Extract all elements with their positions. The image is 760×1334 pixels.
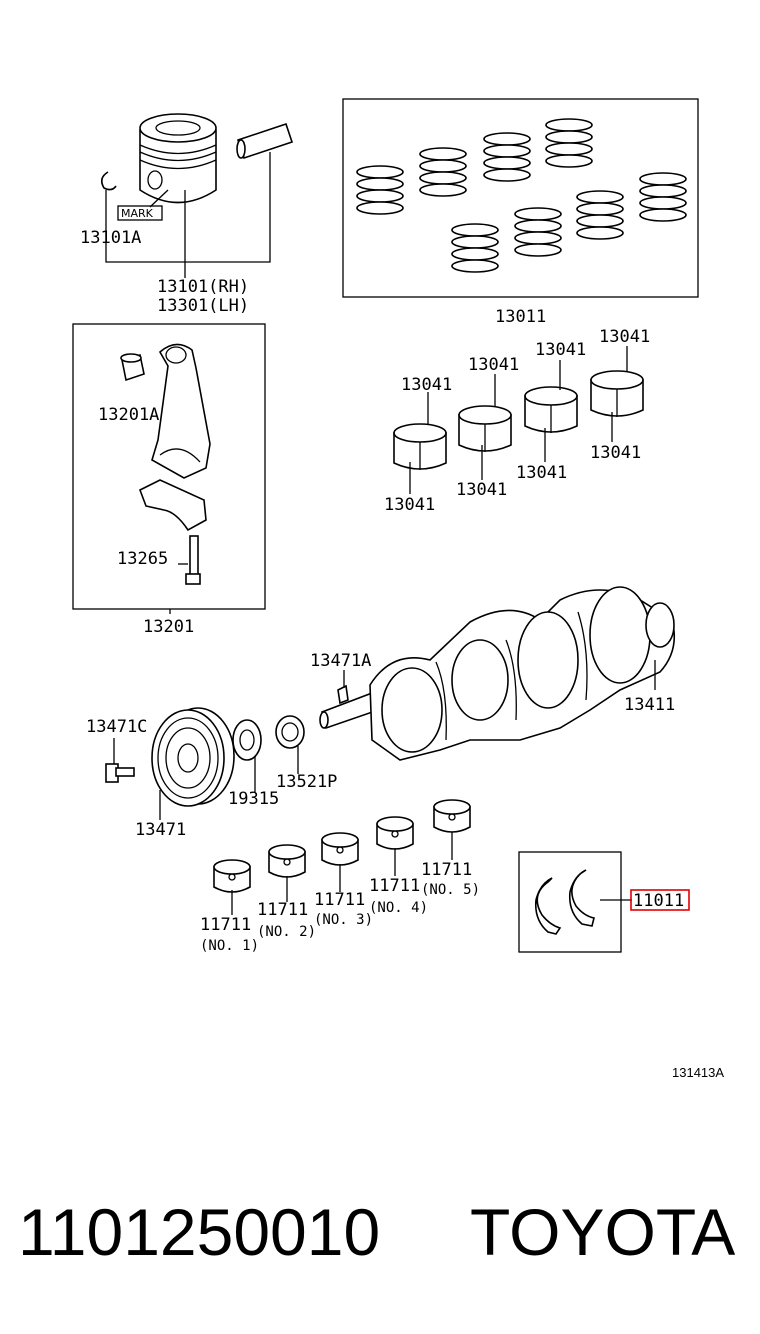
thrust-washers: [534, 869, 595, 935]
label-rod-bearing-1: 13041: [401, 375, 452, 395]
footer-brand: TOYOTA: [470, 1195, 735, 1269]
footer-part-number: 1101250010: [18, 1195, 380, 1269]
label-main-bearing-3: 11711: [314, 890, 365, 910]
label-rod-bearing-6: 13041: [456, 480, 507, 500]
label-pilot-bearing: 13521P: [276, 772, 337, 792]
timing-gear: [232, 719, 262, 761]
label-piston-lh: 13301(LH): [157, 296, 249, 316]
rod-bearings: [393, 370, 644, 470]
ring-stacks: [356, 118, 687, 273]
label-conn-rod: 13201: [143, 617, 194, 637]
mark-label: MARK: [121, 207, 154, 220]
piston-pin: [236, 122, 294, 160]
label-crankshaft: 13411: [624, 695, 675, 715]
piston-clip-ring: [100, 171, 117, 191]
main-bearings: [213, 799, 471, 893]
label-main-no3: (NO. 3): [314, 912, 373, 928]
label-rod-bearing-5: 13041: [384, 495, 435, 515]
label-main-bearing-4: 11711: [369, 876, 420, 896]
label-main-no4: (NO. 4): [369, 900, 428, 916]
label-main-bearing-1: 11711: [200, 915, 251, 935]
label-pulley-bolt: 13471C: [86, 717, 147, 737]
label-timing-gear: 19315: [228, 789, 279, 809]
label-piston-rh: 13101(RH): [157, 277, 249, 297]
pilot-bearing: [275, 715, 305, 749]
rod-cap: [138, 479, 207, 532]
label-rod-bearing-8: 13041: [590, 443, 641, 463]
thrust-washer-frame: [518, 851, 622, 953]
crankshaft: [319, 586, 676, 761]
piston-leader: [105, 152, 271, 263]
conn-rod-frame: [72, 323, 266, 610]
label-main-no5: (NO. 5): [421, 882, 480, 898]
conn-rod: [151, 343, 211, 479]
label-rod-bearing-4: 13041: [599, 327, 650, 347]
label-rod-bearing-7: 13041: [516, 463, 567, 483]
mark-box: [117, 205, 163, 221]
label-main-bearing-2: 11711: [257, 900, 308, 920]
label-thrust-washer[interactable]: 11011: [633, 891, 684, 911]
label-rod-bolt: 13265: [117, 549, 168, 569]
figure-code: 131413A: [672, 1065, 724, 1080]
crank-pulley: [151, 707, 235, 807]
label-rod-bearing-3: 13041: [535, 340, 586, 360]
label-main-bearing-5: 11711: [421, 860, 472, 880]
pulley-bolt: [105, 763, 135, 783]
crank-key: [337, 684, 349, 705]
label-main-no1: (NO. 1): [200, 938, 259, 954]
rod-bolt: [185, 535, 201, 585]
label-crank-key: 13471A: [310, 651, 371, 671]
label-pulley: 13471: [135, 820, 186, 840]
thrust-washer-highlight: [630, 889, 690, 911]
piston-assembly: [139, 113, 217, 204]
label-rod-bearing-2: 13041: [468, 355, 519, 375]
label-main-no2: (NO. 2): [257, 924, 316, 940]
label-ring-set: 13011: [495, 307, 546, 327]
label-rod-bushing: 13201A: [98, 405, 159, 425]
ring-set-frame: [342, 98, 699, 298]
rod-bushing: [120, 353, 145, 382]
label-piston-clip: 13101A: [80, 228, 141, 248]
